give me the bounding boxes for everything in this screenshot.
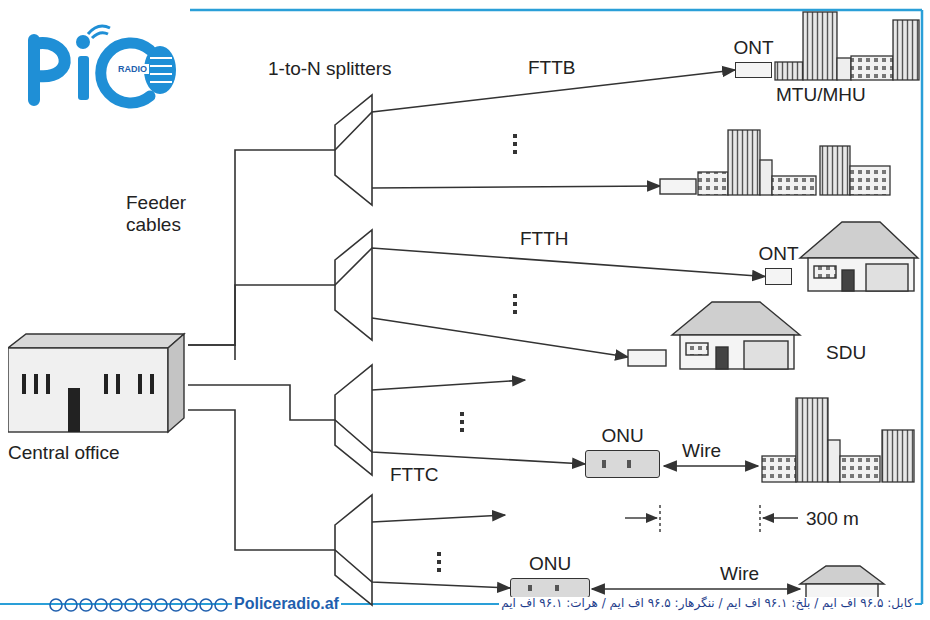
ont-box: ONT bbox=[765, 268, 792, 285]
wire-label: Wire bbox=[720, 563, 759, 585]
onu-slots bbox=[528, 585, 559, 590]
dimension bbox=[625, 505, 798, 532]
frame-line bbox=[190, 9, 922, 12]
ont-box: ONT bbox=[735, 62, 772, 78]
onu-box: ONU bbox=[510, 578, 590, 598]
watermark-url: Policeradio.af bbox=[232, 595, 341, 613]
ellipsis-dots bbox=[437, 134, 517, 572]
copper-wire bbox=[592, 588, 800, 590]
building-group bbox=[762, 398, 914, 482]
central-office: Central office bbox=[8, 330, 188, 470]
building-type: SDU bbox=[826, 342, 866, 364]
dimension-label: 300 m bbox=[806, 508, 859, 530]
watermark-frequencies: کابل: ۹۶.۵ اف ایم / بلخ: ۹۶.۱ اف ایم / ن… bbox=[499, 597, 915, 611]
logo-text: RADIO bbox=[116, 64, 149, 74]
technology-label: FTTH bbox=[520, 228, 569, 250]
social-icons bbox=[50, 599, 227, 611]
onu-slots bbox=[602, 460, 631, 468]
device-label: ONT bbox=[733, 37, 773, 59]
onu-box: ONU bbox=[585, 450, 660, 478]
fiber-connector bbox=[188, 385, 585, 464]
fiber-connector bbox=[188, 70, 735, 345]
copper-wire bbox=[664, 465, 758, 467]
building-label: Central office bbox=[8, 442, 120, 464]
building-group bbox=[775, 12, 919, 80]
ont-box bbox=[628, 350, 666, 366]
house bbox=[800, 222, 918, 291]
device-label: ONT bbox=[758, 243, 798, 265]
building-type: MTU/MHU bbox=[776, 84, 866, 106]
device-label: ONU bbox=[601, 425, 643, 447]
splitter-title: 1-to-N splitters bbox=[268, 58, 392, 80]
technology-label: FTTC bbox=[390, 464, 439, 486]
building-group bbox=[698, 130, 890, 195]
wire-label: Wire bbox=[682, 440, 721, 462]
fiber-line bbox=[372, 186, 660, 522]
fiber-connector bbox=[188, 248, 765, 345]
frame-line bbox=[921, 10, 924, 604]
ont-box bbox=[660, 179, 696, 194]
office-building bbox=[8, 330, 188, 440]
technology-label: FTTB bbox=[528, 57, 576, 79]
house bbox=[672, 302, 800, 369]
fiber-connector bbox=[188, 410, 510, 588]
splitter bbox=[335, 95, 372, 605]
cable-label: Feeder cables bbox=[126, 192, 216, 236]
logo bbox=[34, 26, 176, 103]
device-label: ONU bbox=[529, 553, 571, 575]
